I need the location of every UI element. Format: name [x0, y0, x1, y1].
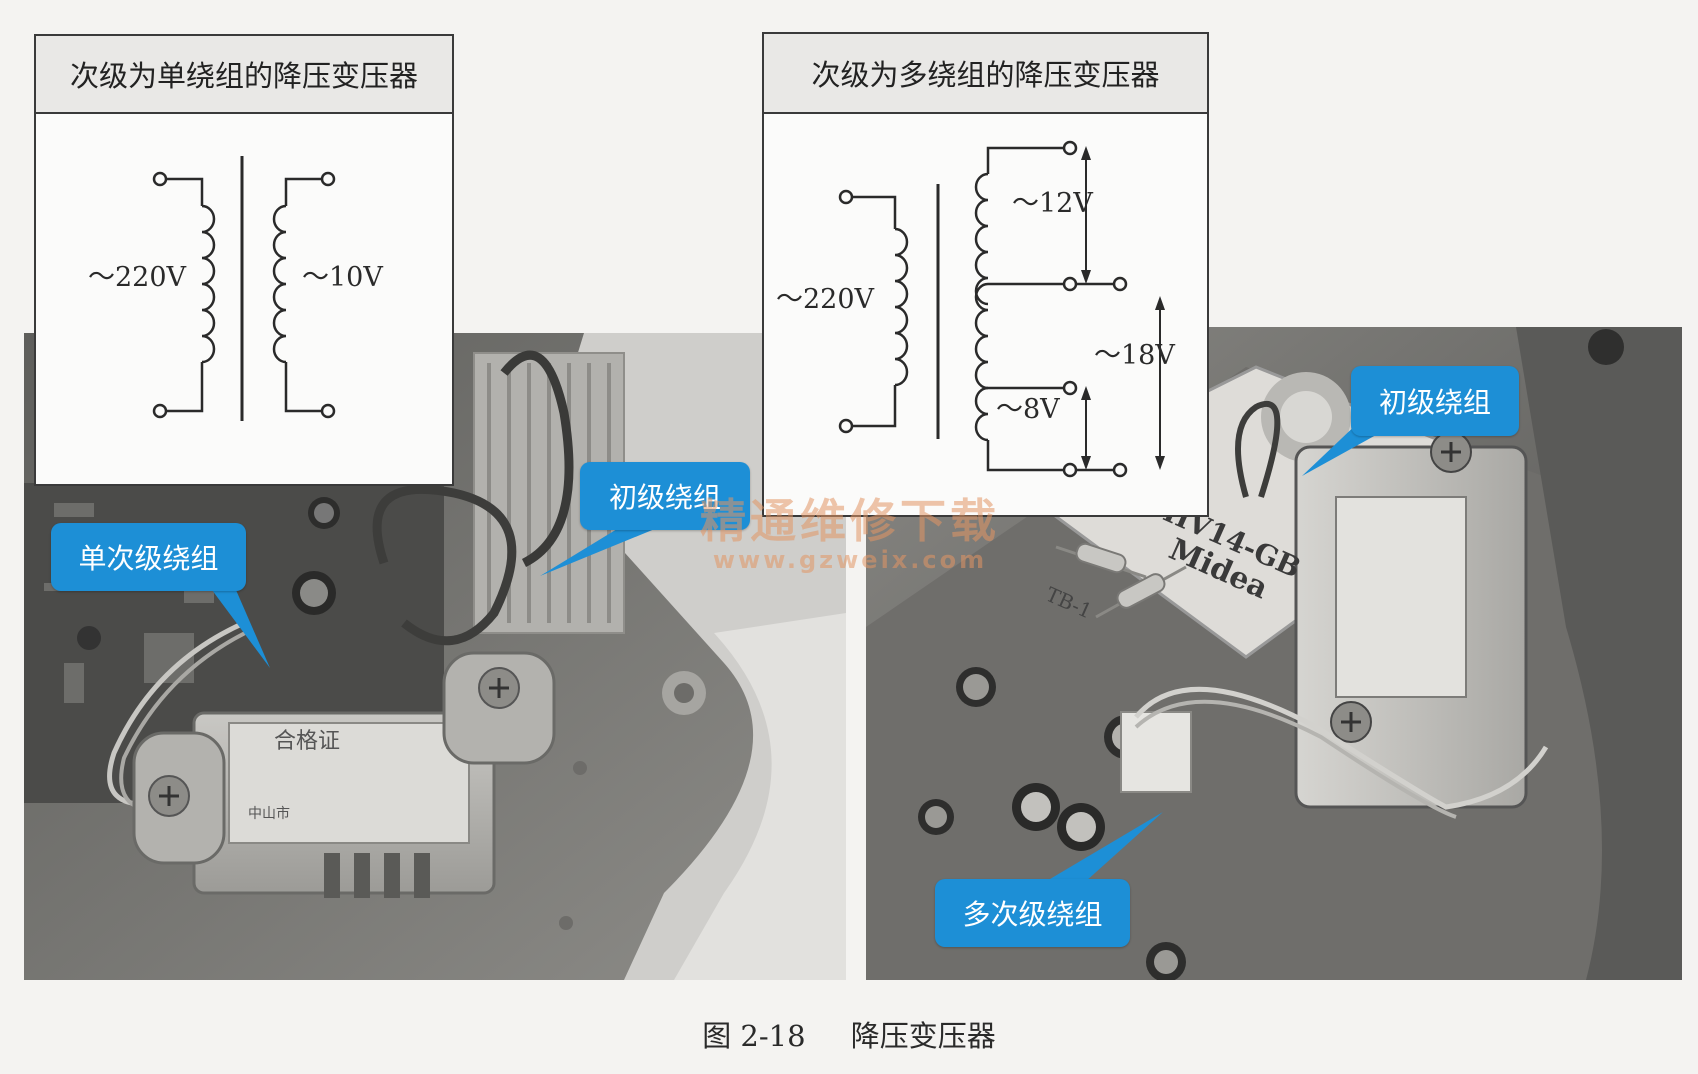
- secondary-voltage-8v: ～8V: [996, 394, 1060, 425]
- transformer-label-maker: 中山市: [248, 806, 290, 822]
- watermark: 精通维修下载 www.gzweix.com: [670, 495, 1030, 573]
- transformer-symbol-single: ～220V ～10V: [88, 156, 383, 421]
- figure-title: 降压变压器: [850, 1019, 996, 1053]
- callout-primary-left: 初级绕组: [580, 462, 750, 530]
- figure-caption: 图 2-18 降压变压器: [0, 1013, 1698, 1055]
- schematic-title: 次级为单绕组的降压变压器: [36, 36, 452, 114]
- callout-single-secondary: 单次级绕组: [51, 523, 246, 591]
- watermark-text: 精通维修下载: [700, 494, 1000, 548]
- transformer-symbol-multi: ～220V ～12V ～18V ～8V: [776, 140, 1175, 478]
- schematic-multi-secondary: 次级为多绕组的降压变压器: [762, 32, 1209, 517]
- primary-voltage-label: ～220V: [776, 284, 875, 315]
- callout-primary-right: 初级绕组: [1351, 366, 1519, 436]
- schematic-title: 次级为多绕组的降压变压器: [764, 34, 1207, 114]
- secondary-voltage-12v: ～12V: [1012, 188, 1093, 219]
- schematic-single-secondary: 次级为单绕组的降压变压器 ～220V ～10V: [34, 34, 454, 486]
- secondary-voltage-label: ～10V: [302, 262, 383, 293]
- primary-voltage-label: ～220V: [88, 262, 187, 293]
- watermark-url: www.gzweix.com: [712, 546, 988, 574]
- figure-number: 图 2-18: [702, 1019, 806, 1053]
- transformer-label-text: 合格证: [274, 729, 341, 754]
- callout-multi-secondary: 多次级绕组: [935, 879, 1130, 947]
- secondary-voltage-18v: ～18V: [1094, 340, 1175, 371]
